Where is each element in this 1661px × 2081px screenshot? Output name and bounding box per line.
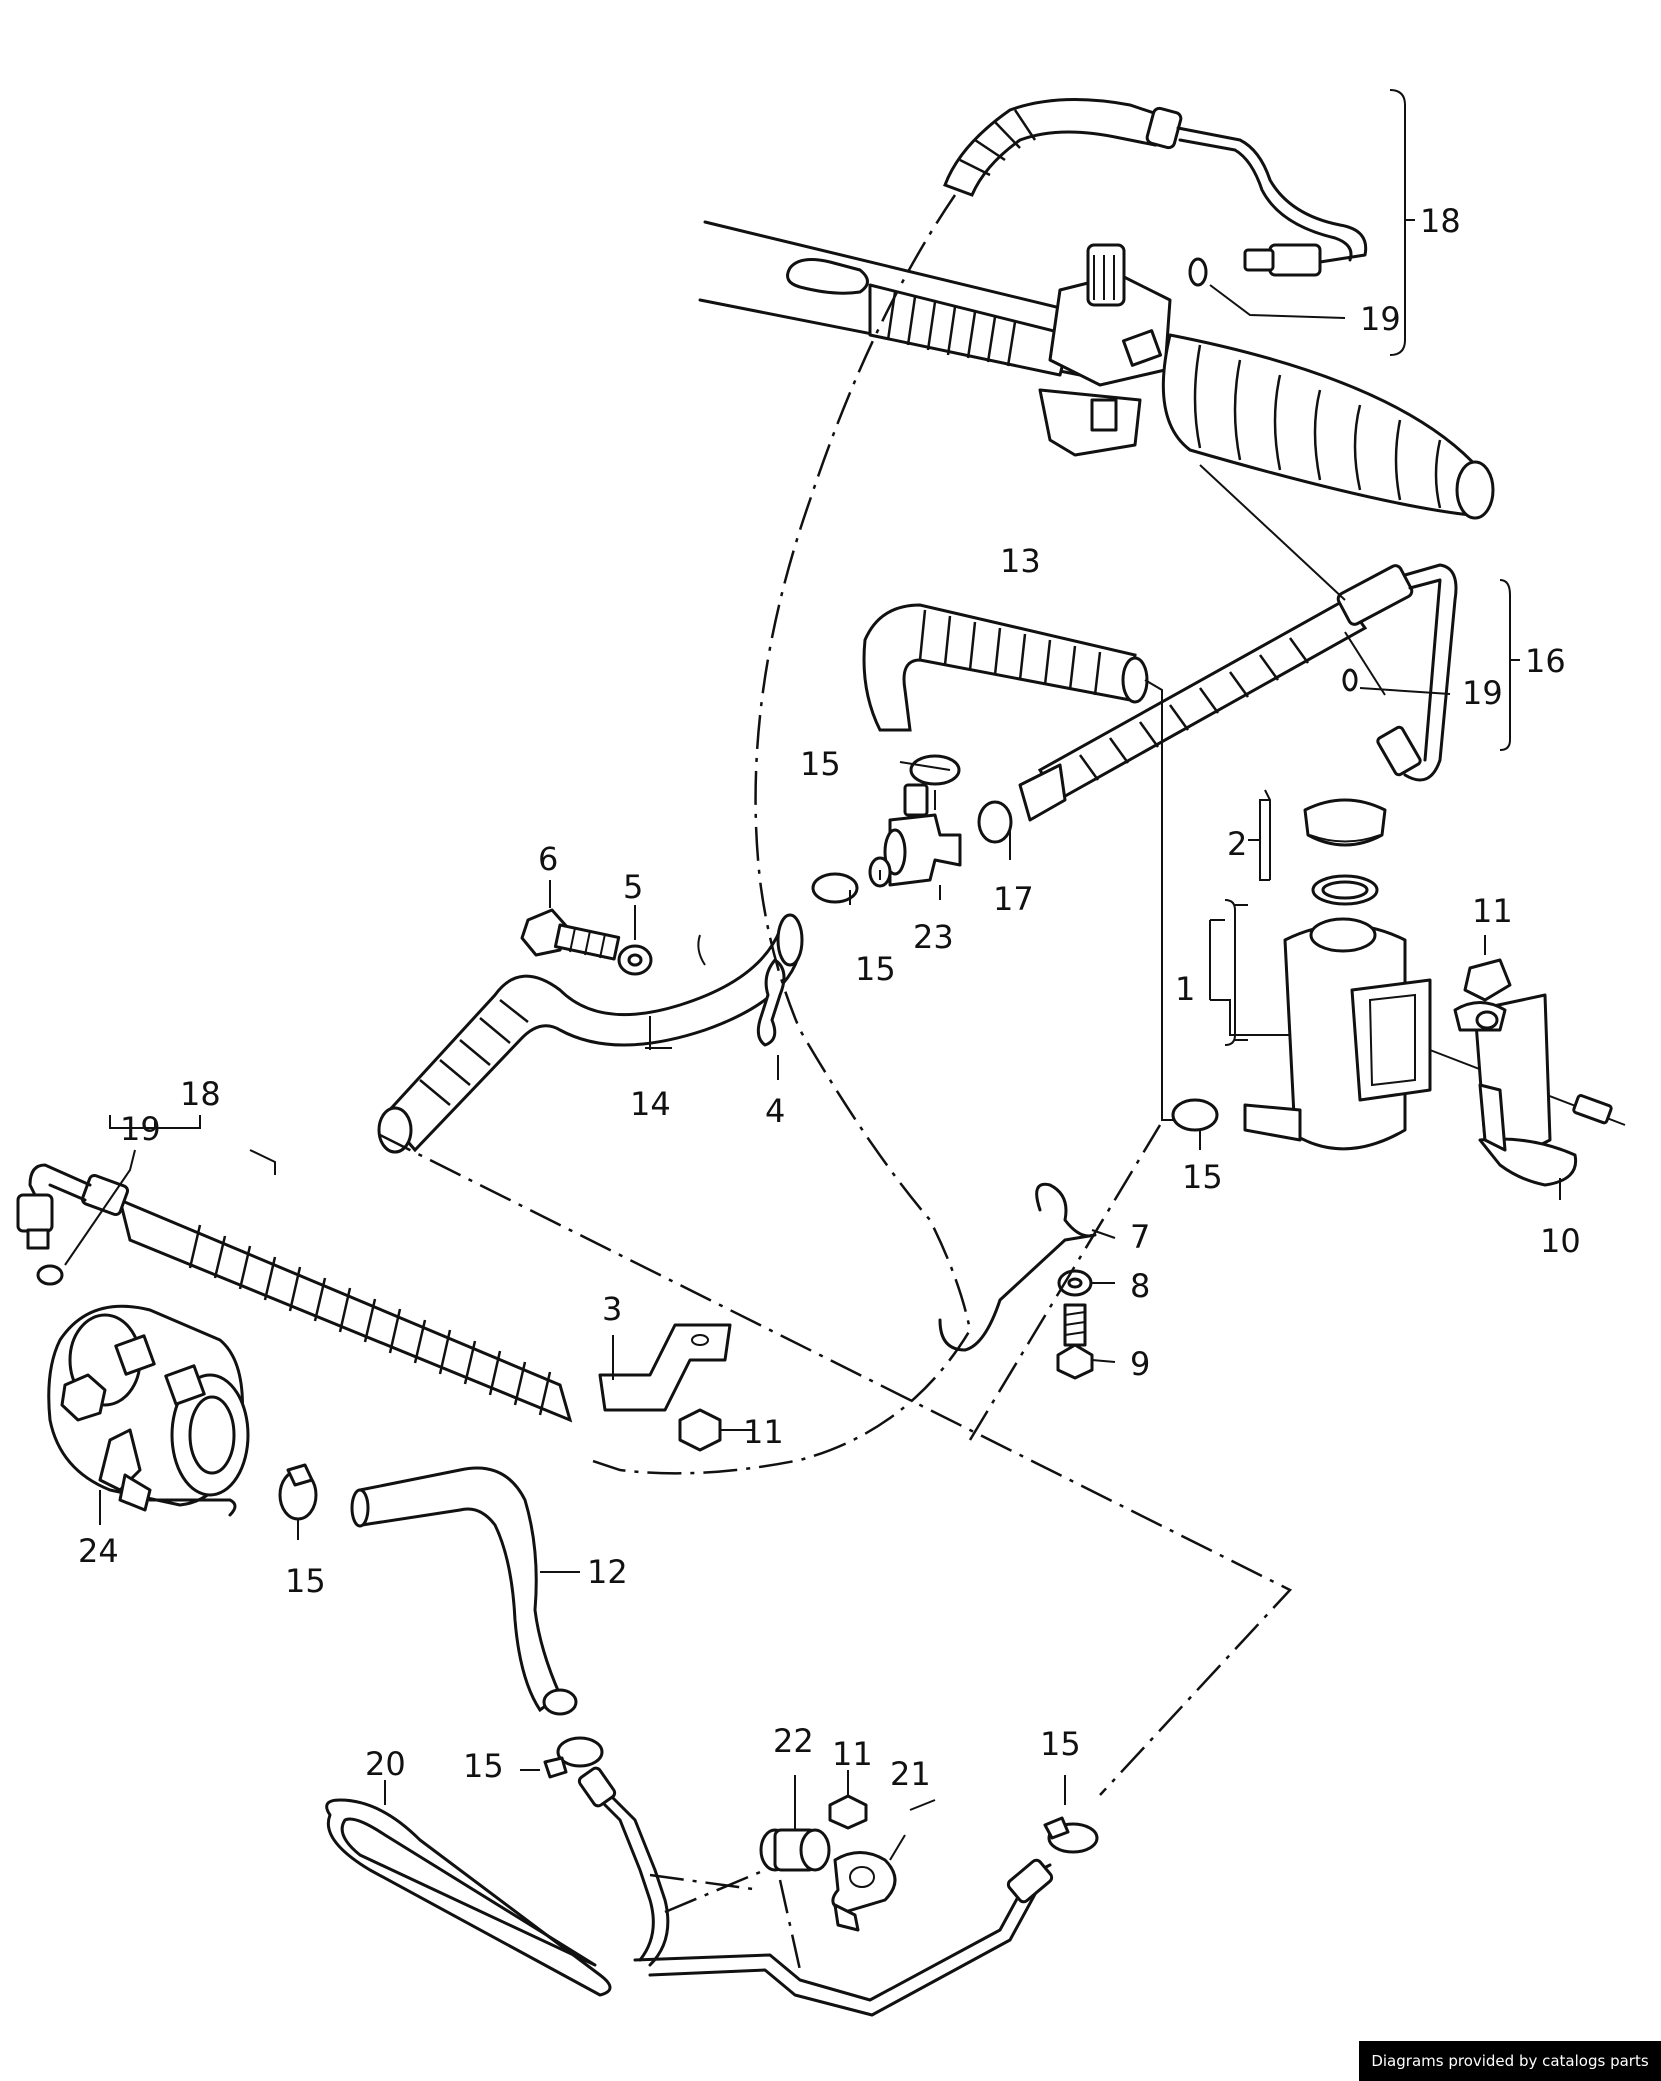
callout-19-mid: 19 xyxy=(1462,674,1503,712)
pressure-hose-lower xyxy=(16,1115,573,1423)
callout-23: 23 xyxy=(913,918,954,956)
callout-22: 22 xyxy=(773,1722,814,1760)
callout-3: 3 xyxy=(602,1290,622,1328)
callout-11-grommet: 11 xyxy=(832,1735,873,1773)
power-steering-pump xyxy=(47,1304,250,1525)
callout-leaders xyxy=(645,89,1561,1811)
callout-21: 21 xyxy=(890,1755,931,1793)
hose-12 xyxy=(350,1466,580,1716)
mounting-grommet xyxy=(759,1770,906,1932)
callout-4: 4 xyxy=(765,1092,785,1130)
callout-15-hose: 15 xyxy=(463,1747,504,1785)
callout-2: 2 xyxy=(1227,825,1247,863)
callout-15-reservoir: 15 xyxy=(1182,1158,1223,1196)
callout-13: 13 xyxy=(1000,542,1041,580)
callout-15-pipe: 15 xyxy=(1040,1725,1081,1763)
callout-labels: 1 2 3 4 5 6 7 8 9 10 11 11 11 12 13 14 1… xyxy=(78,202,1581,1793)
callout-19-top: 19 xyxy=(1360,300,1401,338)
bolt-6 xyxy=(520,880,653,976)
pressure-hose-upper xyxy=(943,98,1368,319)
bracket-10 xyxy=(1453,935,1613,1187)
return-hose-assembly xyxy=(1037,464,1458,803)
diagram-credit[interactable]: Diagrams provided by catalogs parts xyxy=(1359,2041,1661,2081)
hose-13 xyxy=(862,603,1190,1121)
callout-24: 24 xyxy=(78,1532,119,1570)
callout-19-lower: 19 xyxy=(120,1110,161,1148)
callout-18-top: 18 xyxy=(1420,202,1461,240)
callout-6: 6 xyxy=(538,840,558,878)
bracket-3 xyxy=(598,1323,755,1452)
callout-17: 17 xyxy=(993,880,1034,918)
hose-14 xyxy=(377,913,804,1154)
callout-14: 14 xyxy=(630,1085,671,1123)
callout-15-top: 15 xyxy=(800,745,841,783)
callout-11-bracket: 11 xyxy=(743,1413,784,1451)
callout-11-reservoir: 11 xyxy=(1472,892,1513,930)
callout-5: 5 xyxy=(623,868,643,906)
callout-9: 9 xyxy=(1130,1345,1150,1383)
callout-8: 8 xyxy=(1130,1267,1150,1305)
callout-1: 1 xyxy=(1175,970,1195,1008)
hose-clamps xyxy=(278,1098,1219,1854)
callout-20: 20 xyxy=(365,1745,406,1783)
callout-15-pump: 15 xyxy=(285,1562,326,1600)
return-pipe-20 xyxy=(325,1766,1054,2017)
clip-7 xyxy=(938,1182,1116,1380)
callout-10: 10 xyxy=(1540,1222,1581,1260)
callout-18-lower: 18 xyxy=(180,1075,221,1113)
tee-fitting xyxy=(811,754,1067,904)
callout-7: 7 xyxy=(1130,1218,1150,1256)
steering-rack xyxy=(698,220,1495,520)
routing-lines xyxy=(379,194,1293,1971)
reservoir xyxy=(1209,798,1626,1151)
callout-15-tee: 15 xyxy=(855,950,896,988)
callout-12: 12 xyxy=(587,1553,628,1591)
callout-16: 16 xyxy=(1525,642,1566,680)
